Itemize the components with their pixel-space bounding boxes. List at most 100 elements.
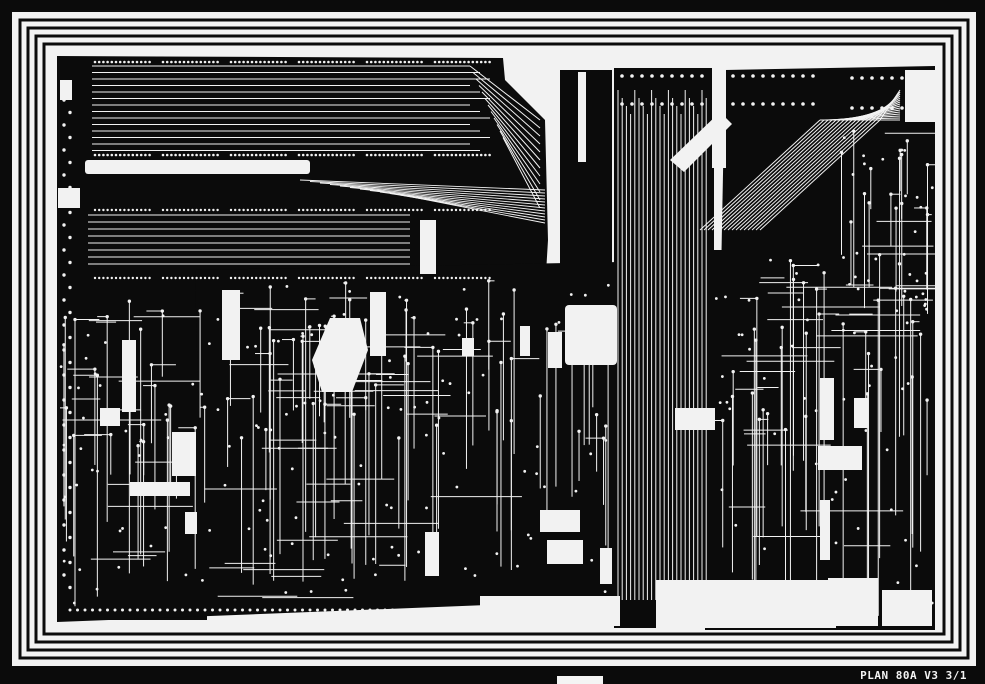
via-pad <box>904 194 907 198</box>
via-pad <box>139 438 143 442</box>
via-pad <box>860 76 864 80</box>
via-pad <box>127 60 130 64</box>
via-pad <box>93 276 97 280</box>
via-pad <box>670 102 674 106</box>
via-pad <box>290 542 294 546</box>
via-pad <box>191 276 194 280</box>
via-pad <box>420 276 423 280</box>
via-pad <box>119 208 122 212</box>
via-pad <box>435 571 438 575</box>
via-pad <box>62 559 66 563</box>
via-pad <box>68 385 72 390</box>
via-pad <box>313 364 318 369</box>
via-pad <box>403 153 407 157</box>
via-pad <box>378 276 381 280</box>
via-pad <box>437 60 441 64</box>
via-pad <box>280 60 283 64</box>
via-pad <box>455 485 459 489</box>
via-pad <box>436 608 439 612</box>
via-pad <box>383 608 387 612</box>
via-pad <box>353 608 357 612</box>
via-pad <box>135 208 139 212</box>
via-pad <box>339 208 343 212</box>
via-pad <box>263 153 266 157</box>
via-pad <box>473 608 477 612</box>
via-pad <box>385 503 389 507</box>
via-pad <box>178 276 181 280</box>
via-pad <box>62 423 66 427</box>
via-pad <box>915 279 919 283</box>
via-pad <box>399 208 402 212</box>
via-pad <box>842 136 846 140</box>
via-pad <box>212 60 215 64</box>
via-pad <box>721 418 725 423</box>
via-pad <box>271 60 275 64</box>
via-pad <box>890 106 894 110</box>
via-pad <box>225 396 230 401</box>
via-pad <box>203 276 207 280</box>
trace <box>379 191 546 215</box>
via-pad <box>821 452 825 456</box>
via-pad <box>811 74 815 78</box>
trace <box>329 184 546 200</box>
via-pad <box>407 153 411 157</box>
via-pad <box>114 208 118 212</box>
via-pad <box>161 208 165 212</box>
via-pad <box>475 276 479 280</box>
via-pad <box>399 407 403 411</box>
via-pad <box>910 375 914 379</box>
trace <box>703 119 825 231</box>
via-pad <box>903 148 907 152</box>
via-pad <box>488 608 492 612</box>
via-pad <box>187 276 190 280</box>
via-pad <box>365 153 369 157</box>
via-pad <box>242 276 245 280</box>
via-pad <box>576 339 580 342</box>
via-pad <box>195 208 198 212</box>
via-pad <box>144 60 147 64</box>
via-pad <box>318 60 322 64</box>
trace <box>747 119 869 231</box>
via-pad <box>690 74 694 78</box>
trace <box>319 182 546 197</box>
via-pad <box>463 153 466 157</box>
via-pad <box>731 369 735 374</box>
trace-layer <box>60 65 935 619</box>
trace <box>349 187 546 206</box>
via-pad <box>158 608 162 612</box>
via-pad <box>388 375 392 379</box>
via-pad <box>660 102 664 106</box>
via-pad <box>301 334 305 338</box>
via-pad <box>900 76 904 80</box>
via-pad <box>121 608 124 612</box>
via-pad <box>182 60 186 64</box>
via-pad <box>841 328 845 332</box>
via-pad <box>344 588 348 592</box>
via-pad <box>589 452 593 456</box>
via-pad <box>893 286 898 290</box>
via-pad <box>431 345 435 350</box>
via-pad <box>373 383 378 387</box>
via-pad <box>269 554 273 558</box>
via-pad <box>442 60 445 64</box>
via-pad <box>879 367 883 372</box>
via-pad <box>442 276 445 280</box>
via-pad <box>436 349 441 354</box>
via-pad <box>516 564 519 568</box>
via-pad <box>343 153 347 157</box>
via-pad <box>404 298 409 302</box>
via-pad <box>428 608 432 612</box>
via-pad <box>317 323 322 328</box>
via-pad <box>479 60 483 64</box>
via-pad <box>267 208 270 212</box>
trace <box>359 188 546 209</box>
via-pad <box>399 60 402 64</box>
via-pad <box>300 339 304 344</box>
via-pad <box>123 208 126 212</box>
via-pad <box>748 347 751 351</box>
via-pad <box>389 506 393 510</box>
via-pad <box>762 376 766 380</box>
via-pad <box>378 208 381 212</box>
via-pad <box>62 323 66 327</box>
via-pad <box>724 295 727 299</box>
